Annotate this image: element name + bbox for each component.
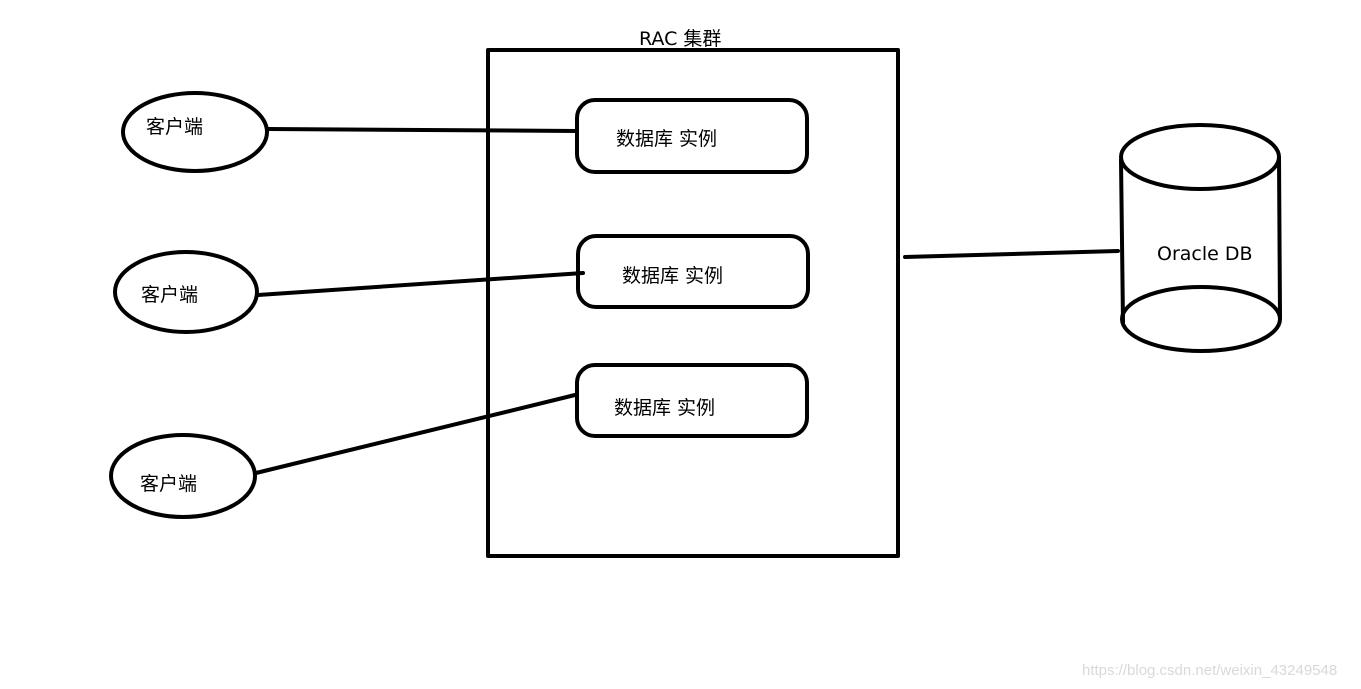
connector-client-2-instance-2	[256, 271, 585, 297]
connector-cluster-database	[903, 249, 1120, 259]
oracle-db-label: Oracle DB	[1157, 243, 1253, 265]
db-instance-box-3	[575, 363, 809, 438]
db-instance-label-1: 数据库 实例	[616, 128, 718, 150]
client-node-1	[121, 91, 269, 173]
client-node-2	[113, 250, 259, 334]
db-instance-label-2: 数据库 实例	[622, 265, 724, 287]
cluster-title: RAC 集群	[639, 28, 722, 50]
connector-client-1-instance-1	[266, 127, 579, 133]
db-instance-label-3: 数据库 实例	[614, 397, 716, 419]
client-label-2: 客户端	[141, 284, 199, 306]
db-instance-box-1	[575, 98, 809, 174]
client-label-1: 客户端	[146, 116, 204, 138]
client-label-3: 客户端	[140, 473, 198, 495]
connector-client-3-instance-3	[254, 393, 577, 475]
rac-cluster-box	[486, 48, 900, 558]
watermark-url: https://blog.csdn.net/weixin_43249548	[1082, 662, 1338, 679]
oracle-db-cylinder	[1119, 123, 1282, 353]
client-node-3	[109, 433, 257, 519]
